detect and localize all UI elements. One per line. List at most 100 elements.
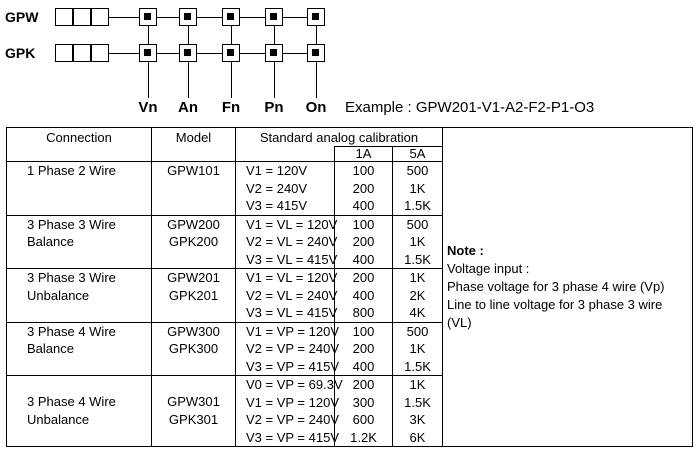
header-calibration: Standard analog calibration xyxy=(235,127,443,147)
value-5a: 500 xyxy=(406,323,429,339)
value-1a: 200 xyxy=(352,180,375,196)
voltage-text: V3 = 415V xyxy=(246,198,308,213)
table-row: 1 Phase 2 Wire GPW101 V1 = 120V V2 = 240… xyxy=(6,161,693,216)
value-5a: 500 xyxy=(406,216,429,232)
model-cell: GPW101 xyxy=(151,161,236,216)
value-5a: 3K xyxy=(409,412,426,427)
option-label-pn: Pn xyxy=(264,99,284,116)
value-5a: 1.5K xyxy=(404,251,431,267)
voltage-cell: V1 = VL = 120V V2 = VL = 240V V3 = VL = … xyxy=(235,214,338,269)
value-5a: 1K xyxy=(409,234,426,249)
connector-line xyxy=(316,62,317,98)
value-5a: 500 xyxy=(406,163,429,178)
note-cell: Note : Voltage input : Phase voltage for… xyxy=(442,127,693,447)
header-5a: 5A xyxy=(392,146,443,162)
option-box-a xyxy=(179,44,197,62)
voltage-cell: V0 = VP = 69.3V V1 = VP = 120V V2 = VP =… xyxy=(235,375,343,447)
voltage-text: V2 = VP = 240V xyxy=(246,341,339,356)
voltage-text: V3 = VP = 415V xyxy=(246,358,339,374)
option-label-fn: Fn xyxy=(221,99,241,116)
note-line: Line to line voltage for 3 phase 3 wire … xyxy=(447,297,663,330)
model-text: GPK300 xyxy=(168,341,219,356)
code-digit-box xyxy=(55,44,73,62)
voltage-text: V2 = VL = 240V xyxy=(246,234,338,249)
model-text: GPK200 xyxy=(168,234,219,249)
connector-line xyxy=(109,17,317,18)
code-digit-box xyxy=(91,8,109,26)
option-label-on: On xyxy=(305,99,327,116)
model-text: GPK201 xyxy=(168,287,219,303)
voltage-cell: V1 = VL = 120V V2 = VL = 240V V3 = VL = … xyxy=(235,268,338,323)
connector-line xyxy=(316,26,317,44)
voltage-cell: V1 = VP = 120V V2 = VP = 240V V3 = VP = … xyxy=(235,321,339,376)
value-1a-cell: 100 200 400 xyxy=(334,161,393,216)
model-text: GPK301 xyxy=(168,411,219,427)
option-box-p xyxy=(265,8,283,26)
model-text: GPW101 xyxy=(167,163,220,178)
spacer xyxy=(7,382,151,393)
connection-text: Unbalance xyxy=(27,411,90,427)
voltage-text: V2 = VP = 240V xyxy=(246,412,339,427)
option-label-an: An xyxy=(178,99,198,116)
connection-text: Balance xyxy=(27,234,74,249)
note-title: Note : xyxy=(447,243,484,258)
model-text: GPW200 xyxy=(167,216,220,232)
voltage-text: V1 = VP = 120V xyxy=(246,323,339,339)
value-5a: 6K xyxy=(409,429,426,445)
table-row: 3 Phase 3 Wire Balance GPW200 GPK200 V1 … xyxy=(6,214,693,269)
option-box-p xyxy=(265,44,283,62)
model-text: GPW201 xyxy=(167,270,220,285)
voltage-text: V1 = VP = 120V xyxy=(246,394,339,410)
connector-line xyxy=(188,62,189,98)
connector-line xyxy=(148,62,149,98)
connector-line xyxy=(148,26,149,44)
series-label-gpk: GPK xyxy=(5,45,36,61)
model-cell: GPW200 GPK200 xyxy=(151,214,236,269)
value-1a: 400 xyxy=(352,198,375,213)
value-5a-cell: 500 1K 1.5K xyxy=(392,321,443,376)
connector-line xyxy=(109,53,317,54)
option-box-o xyxy=(307,8,325,26)
value-5a: 2K xyxy=(409,287,426,303)
option-box-o xyxy=(307,44,325,62)
value-5a: 1.5K xyxy=(404,358,431,374)
table-header-row: Connection Model Standard analog calibra… xyxy=(6,127,693,447)
value-5a: 1K xyxy=(409,180,426,196)
voltage-text: V2 = 240V xyxy=(246,180,308,196)
table-row: 3 Phase 4 Wire Unbalance GPW301 GPK301 V… xyxy=(6,375,693,447)
connection-text: 1 Phase 2 Wire xyxy=(27,163,116,178)
value-1a: 300 xyxy=(352,394,375,410)
connection-text: 3 Phase 4 Wire xyxy=(27,394,116,409)
option-box-v xyxy=(139,8,157,26)
value-1a: 400 xyxy=(352,358,375,374)
table-subheader-row: 1A 5A xyxy=(7,146,693,162)
connection-cell: 3 Phase 3 Wire Balance xyxy=(6,214,152,269)
value-5a: 1K xyxy=(409,377,426,392)
value-1a: 200 xyxy=(352,341,375,356)
model-cell: GPW201 GPK201 xyxy=(151,268,236,323)
voltage-text: V3 = VL = 415V xyxy=(246,305,338,320)
connection-cell: 3 Phase 3 Wire Unbalance xyxy=(6,268,152,323)
connector-line xyxy=(231,26,232,44)
model-cell: GPW301 GPK301 xyxy=(151,375,236,447)
voltage-text: V2 = VL = 240V xyxy=(246,287,338,303)
voltage-text: V1 = VL = 120V xyxy=(246,270,338,285)
value-1a-cell: 100 200 400 xyxy=(334,214,393,269)
code-digit-box xyxy=(73,8,91,26)
value-1a: 400 xyxy=(352,287,375,303)
option-box-a xyxy=(179,8,197,26)
connection-text: 3 Phase 3 Wire xyxy=(27,216,116,232)
connection-cell: 1 Phase 2 Wire xyxy=(6,161,152,216)
connector-line xyxy=(188,26,189,44)
note-line: Voltage input : xyxy=(447,261,530,276)
connection-cell: 3 Phase 4 Wire Balance xyxy=(6,321,152,376)
value-5a: 1K xyxy=(409,341,426,356)
value-5a: 1K xyxy=(409,270,426,285)
voltage-text: V3 = VP = 415V xyxy=(246,429,339,445)
value-5a-cell: 1K 2K 4K xyxy=(392,268,443,323)
value-1a: 400 xyxy=(352,251,375,267)
value-5a-cell: 500 1K 1.5K xyxy=(392,161,443,216)
connector-line xyxy=(274,26,275,44)
connection-text: Balance xyxy=(27,341,74,356)
value-1a: 200 xyxy=(352,270,375,285)
